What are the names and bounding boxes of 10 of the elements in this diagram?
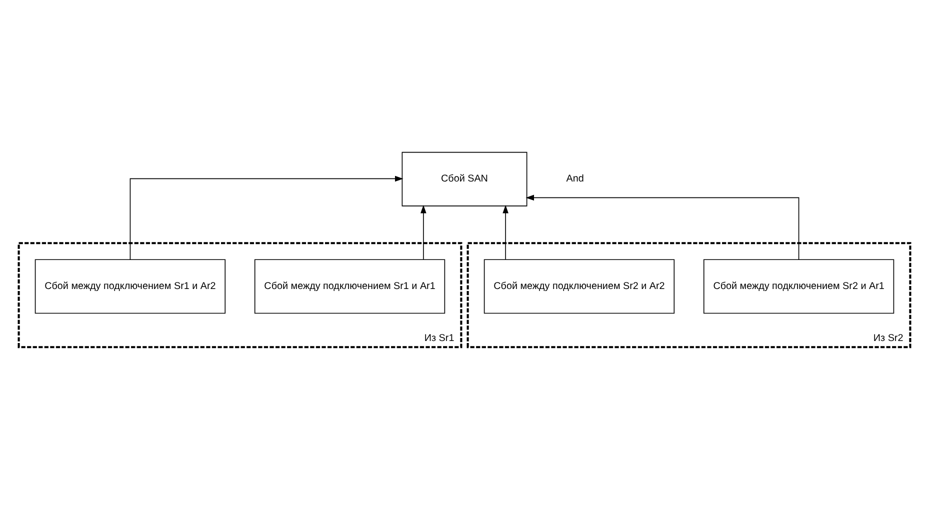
node-box: Сбой между подключением Sr2 и Ar2	[484, 259, 675, 314]
label: And	[566, 174, 584, 185]
arrow	[130, 176, 404, 260]
arrow	[420, 204, 426, 260]
arrow	[502, 204, 508, 260]
node-box: Сбой между подключением Sr2 и Ar1	[703, 259, 894, 314]
arrow	[526, 194, 800, 260]
node-box: Сбой между подключением Sr1 и Ar2	[34, 259, 226, 314]
node-box: Сбой между подключением Sr1 и Ar1	[254, 259, 446, 314]
node-box: Сбой SAN	[402, 152, 528, 206]
